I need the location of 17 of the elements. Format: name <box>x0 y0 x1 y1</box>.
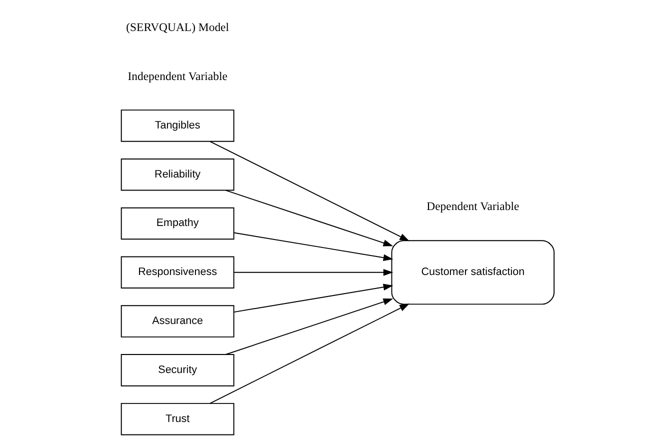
label: (SERVQUAL) Model <box>126 20 230 34</box>
arrow <box>225 190 394 246</box>
node-box: Security <box>120 354 234 386</box>
node-box: Tangibles <box>120 110 234 142</box>
arrow <box>234 232 394 262</box>
node-box: Trust <box>120 402 234 436</box>
arrow <box>234 284 394 313</box>
label: Independent Variable <box>128 70 228 83</box>
label: Dependent Variable <box>426 200 520 213</box>
node-box: Assurance <box>120 305 234 338</box>
node-box: Customer satisfaction <box>391 240 555 305</box>
arrow <box>225 298 394 355</box>
node-box: Reliability <box>120 158 234 191</box>
arrow <box>209 140 410 242</box>
node-box: Responsiveness <box>120 256 234 289</box>
arrow <box>234 268 394 276</box>
node-box: Empathy <box>120 207 234 240</box>
